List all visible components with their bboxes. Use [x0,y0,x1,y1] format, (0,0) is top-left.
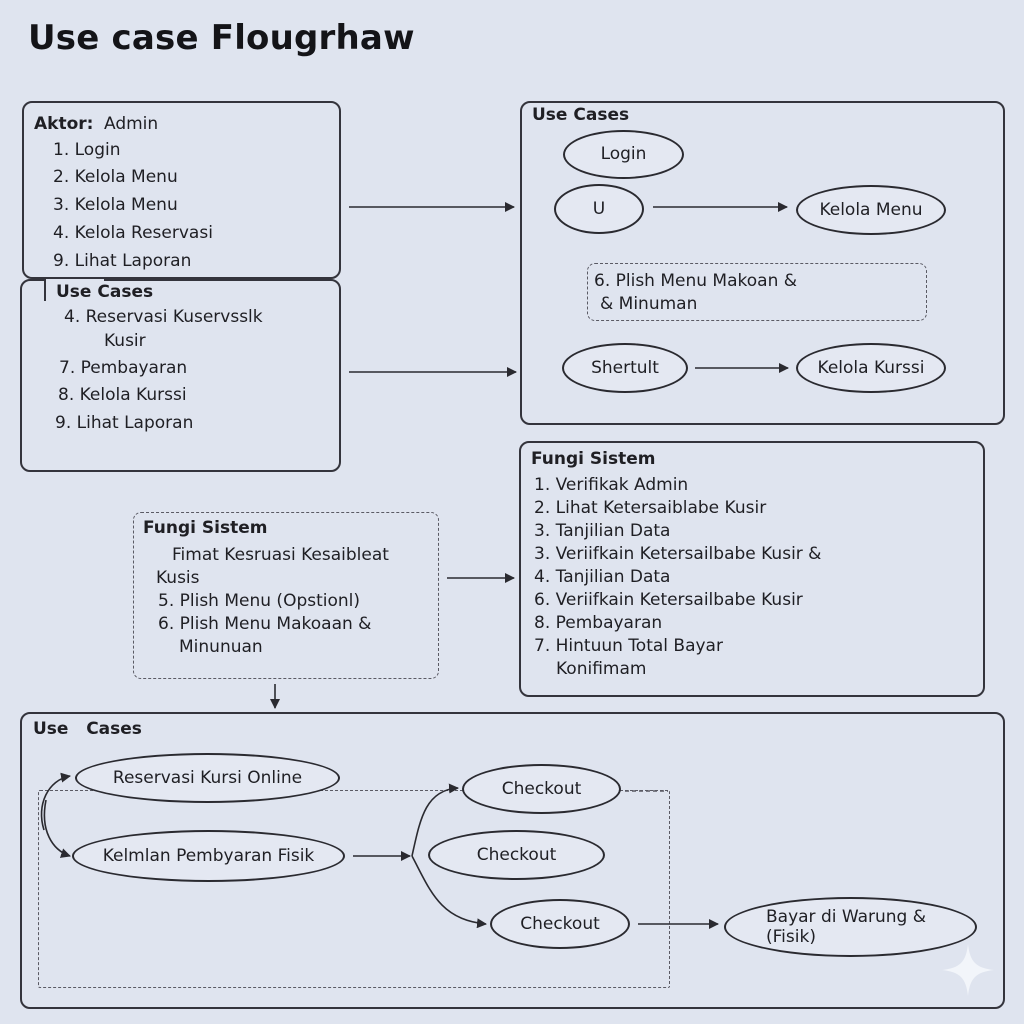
fungsi-right-line: Konifimam [556,659,647,679]
fungsi-left-line: 6. Plish Menu Makoaan & [158,614,372,634]
fungsi-right-line: 3. Veriifkain Ketersailbabe Kusir & [534,544,822,564]
diagram-title: Use case Flougrhaw [28,18,415,58]
usecase-reservasi-online: Reservasi Kursi Online [75,753,340,803]
fungsi-left-line: Fimat Kesruasi Kesaibleat [172,545,389,565]
bayar-line: Bayar di Warung & [766,906,926,927]
usecases-right-box [520,101,1005,425]
usecase-checkout: Checkout [428,830,605,880]
fungsi-right-box [519,441,985,697]
fungsi-right-line: 2. Lihat Ketersaiblabe Kusir [534,498,767,518]
usecase-checkout: Checkout [462,764,621,814]
fungsi-right-line: 4. Tanjilian Data [534,567,671,587]
fungsi-left-line: Kusis [156,568,200,588]
usecase-login: Login [563,130,684,179]
fungsi-right-line: 6. Veriifkain Ketersailbabe Kusir [534,590,803,610]
usecases-right-header: Use Cases [532,105,630,125]
usecases-left-tab [44,279,104,301]
usecase-left-item: 4. Reservasi Kuservsslk [64,307,263,327]
actor-value: Admin [104,114,159,134]
fungsi-right-line: 1. Verifikak Admin [534,475,689,495]
usecase-kelola-menu: Kelola Menu [796,185,946,235]
actor-label: Aktor: [34,114,94,134]
fungsi-right-header: Fungi Sistem [531,449,656,469]
bottom-usecases-header: Use Cases [33,719,142,739]
fungsi-left-line: 5. Plish Menu (Opstionl) [158,591,361,611]
fungsi-left-line: Minunuan [179,637,263,657]
usecase-kelmlan-pembyaran: Kelmlan Pembyaran Fisik [72,830,345,882]
bottom-usecases-box [20,712,1005,1009]
note-box [587,263,927,321]
usecases-left-box [20,279,341,472]
usecase-left-item: 7. Pembayaran [59,358,188,378]
usecase-left-item: 8. Kelola Kurssi [58,385,187,405]
actor-box [22,101,341,279]
fungsi-right-line: 7. Hintuun Total Bayar [534,636,723,656]
bayar-line: (Fisik) [766,927,816,947]
actor-item: 9. Lihat Laporan [53,251,192,271]
fungsi-left-header: Fungi Sistem [143,518,268,538]
usecase-checkout: Checkout [490,899,630,949]
note-line: & Minuman [600,294,698,314]
usecase-u: U [554,184,644,234]
actor-item: 1. Login [53,140,121,160]
usecase-left-item: Kusir [104,331,146,351]
actor-item: 3. Kelola Menu [53,195,178,215]
actor-item: 2. Kelola Menu [53,167,178,187]
fungsi-left-box [133,512,439,679]
usecase-bayar-di-warung: Bayar di Warung & (Fisik) [724,897,977,957]
sparkle-icon [942,944,994,996]
bottom-dashed-group [38,790,670,988]
usecase-left-item: 9. Lihat Laporan [55,413,194,433]
usecase-kelola-kurssi: Kelola Kurssi [796,343,946,393]
usecase-shertult: Shertult [562,343,688,393]
actor-item: 4. Kelola Reservasi [53,223,213,243]
fungsi-right-line: 3. Tanjilian Data [534,521,671,541]
fungsi-right-line: 8. Pembayaran [534,613,663,633]
note-line: 6. Plish Menu Makoan & [594,271,798,291]
usecases-left-header: Use Cases [56,282,154,302]
